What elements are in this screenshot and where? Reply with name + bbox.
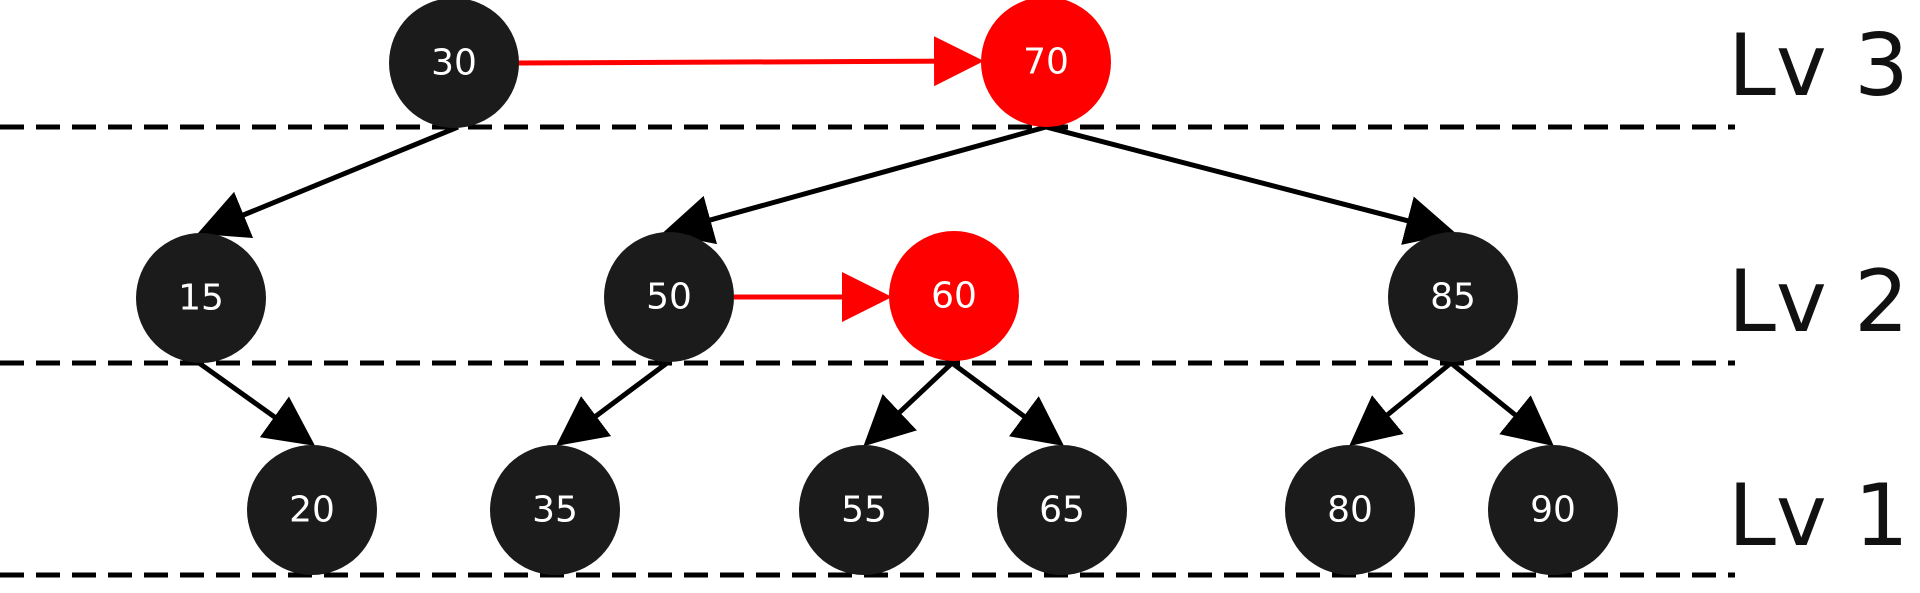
- node-circle: [604, 232, 734, 362]
- node-35: 35: [490, 445, 620, 575]
- node-label: 15: [178, 278, 224, 319]
- node-label: 50: [646, 277, 692, 318]
- edge-70-50: [662, 124, 1047, 245]
- node-label: 80: [1327, 490, 1373, 531]
- node-label: 65: [1039, 490, 1085, 531]
- edge-30-70: [517, 36, 984, 87]
- node-90: 90: [1488, 445, 1618, 575]
- node-label: 35: [532, 490, 578, 531]
- node-label: 85: [1430, 277, 1476, 318]
- node-15: 15: [136, 233, 266, 363]
- node-circle: [1388, 232, 1518, 362]
- node-circle: [1488, 445, 1618, 575]
- edge-30-15: [197, 124, 459, 239]
- node-50: 50: [604, 232, 734, 362]
- node-circle: [389, 0, 519, 128]
- node-label: 90: [1530, 490, 1576, 531]
- edge-50-35: [555, 360, 669, 446]
- edge-60-65: [950, 360, 1065, 446]
- node-85: 85: [1388, 232, 1518, 362]
- edge-85-90: [1449, 361, 1554, 447]
- node-70: 70: [981, 0, 1111, 127]
- node-55: 55: [799, 445, 929, 575]
- node-circle: [799, 445, 929, 575]
- node-65: 65: [997, 445, 1127, 575]
- edge-60-55: [863, 361, 954, 447]
- node-label: 30: [431, 43, 477, 84]
- edges-group: [197, 36, 1554, 447]
- edge-85-80: [1349, 361, 1453, 447]
- node-circle: [1285, 445, 1415, 575]
- node-label: 60: [931, 276, 977, 317]
- node-20: 20: [247, 445, 377, 575]
- node-80: 80: [1285, 445, 1415, 575]
- edge-15-20: [197, 360, 316, 446]
- node-60: 60: [889, 231, 1019, 361]
- level-label-2: Lv 2: [1728, 252, 1909, 352]
- node-label: 70: [1023, 42, 1069, 83]
- node-circle: [997, 445, 1127, 575]
- edge-70-85: [1045, 124, 1456, 245]
- node-circle: [247, 445, 377, 575]
- node-label: 55: [841, 490, 887, 531]
- level-label-3: Lv 3: [1728, 16, 1909, 116]
- node-30: 30: [389, 0, 519, 128]
- node-circle: [981, 0, 1111, 127]
- level-label-1: Lv 1: [1728, 466, 1909, 566]
- node-circle: [490, 445, 620, 575]
- node-label: 20: [289, 490, 335, 531]
- node-circle: [136, 233, 266, 363]
- node-circle: [889, 231, 1019, 361]
